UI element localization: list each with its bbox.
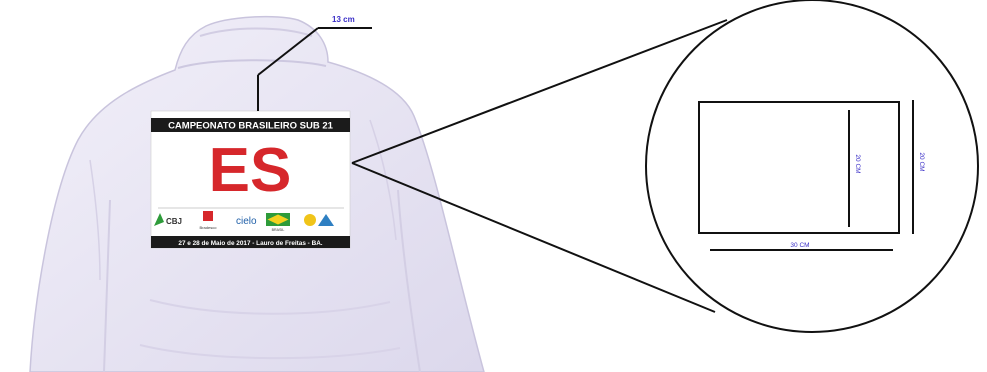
zoom-circle bbox=[646, 0, 978, 332]
top-margin-label: 13 cm bbox=[332, 15, 355, 24]
patch-footer: 27 e 28 de Maio de 2017 - Lauro de Freit… bbox=[178, 240, 322, 247]
sponsor-label-bradesco: Bradesco bbox=[200, 225, 218, 230]
width-label: 30 CM bbox=[790, 242, 809, 249]
patch-title: CAMPEONATO BRASILEIRO SUB 21 bbox=[168, 121, 334, 132]
sponsor-logo-cielo: cielo bbox=[236, 216, 257, 227]
bradesco-mark-icon bbox=[203, 211, 213, 221]
regional-sun-icon bbox=[304, 214, 316, 226]
patch-state-code: ES bbox=[209, 136, 292, 205]
sponsor-label-brasil: BRASIL bbox=[272, 228, 285, 232]
back-patch: CAMPEONATO BRASILEIRO SUB 21 ES CBJ Brad… bbox=[151, 111, 350, 248]
zoom-detail: 20 CM 20 CM 30 CM bbox=[646, 0, 978, 332]
outer-height-label: 20 CM bbox=[918, 152, 925, 171]
inner-height-label: 20 CM bbox=[854, 154, 861, 173]
sponsor-label-cbj: CBJ bbox=[166, 217, 182, 226]
sponsor-label-cielo: cielo bbox=[236, 216, 257, 227]
